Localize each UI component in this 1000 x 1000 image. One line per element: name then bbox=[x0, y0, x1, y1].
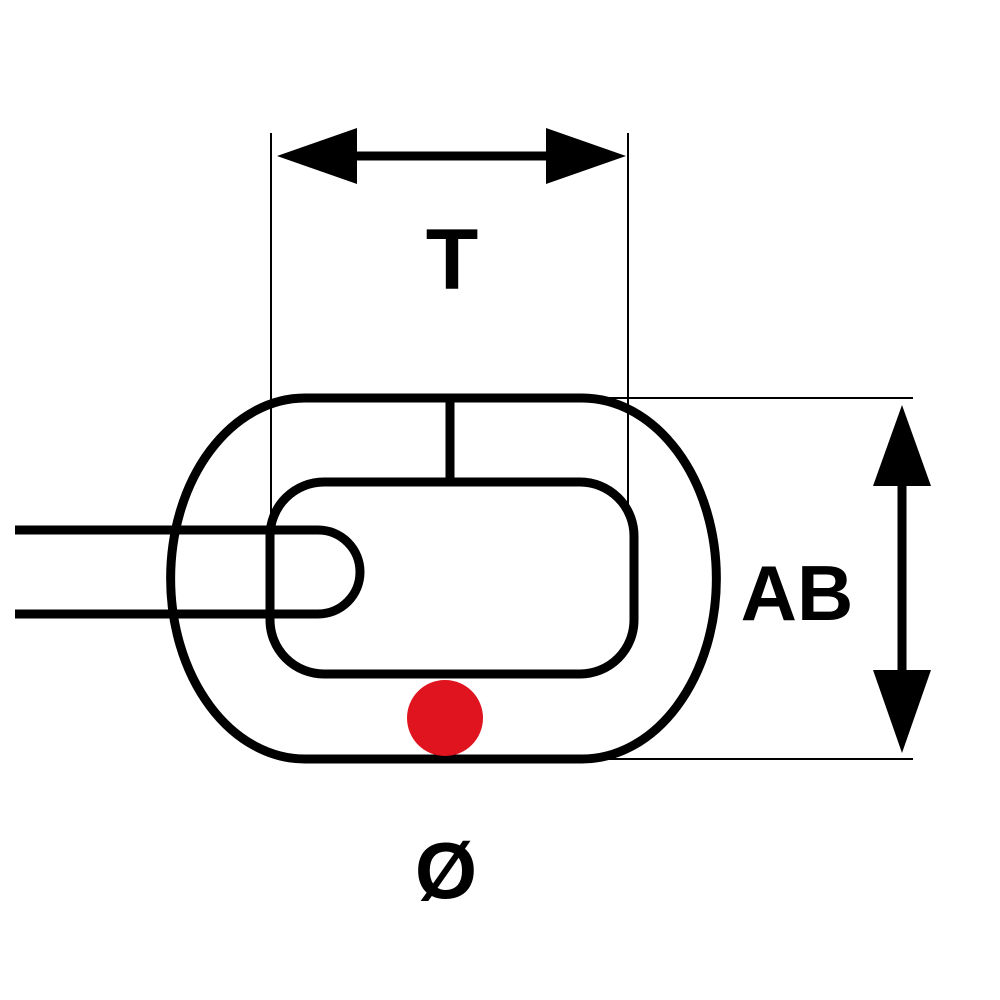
diameter-label: Ø bbox=[415, 826, 477, 915]
width-label: AB bbox=[741, 549, 854, 637]
width-dimension-arrow bbox=[873, 405, 931, 753]
diameter-marker bbox=[407, 680, 483, 756]
main-link bbox=[166, 393, 721, 764]
main-link-outer-contour bbox=[166, 393, 721, 764]
adjacent-link bbox=[15, 525, 365, 619]
pitch-arrowhead-left bbox=[277, 128, 357, 184]
extension-lines bbox=[270, 133, 913, 760]
pitch-arrowhead-right bbox=[546, 128, 626, 184]
adjacent-link-outline bbox=[15, 525, 365, 619]
width-arrowhead-bottom bbox=[873, 670, 931, 753]
pitch-label: T bbox=[426, 212, 479, 308]
main-link-inner-contour bbox=[265, 477, 639, 679]
width-arrowhead-top bbox=[873, 405, 931, 486]
pitch-dimension-arrow bbox=[277, 128, 626, 184]
